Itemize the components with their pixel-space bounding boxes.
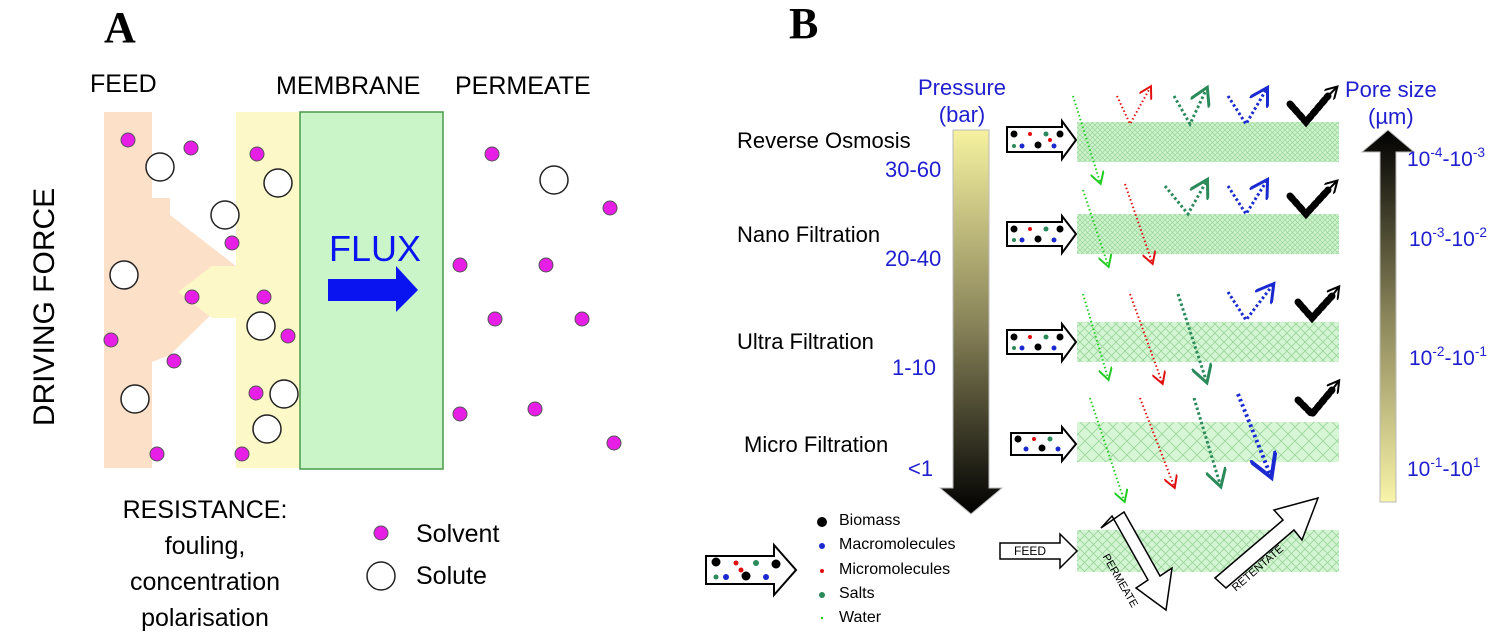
pore-title-line: Pore size xyxy=(1345,77,1437,102)
pore-sep: - xyxy=(1444,228,1452,251)
polarisation-band xyxy=(178,112,300,468)
pore-sep: - xyxy=(1444,347,1452,370)
process-label-ro: Reverse Osmosis xyxy=(737,128,911,153)
pore-base: 10 xyxy=(1449,148,1473,171)
pore-base: 10 xyxy=(1407,458,1431,481)
pressure-value-uf: 1-10 xyxy=(892,355,937,380)
resistance-line: polarisation xyxy=(141,604,269,632)
pressure-arrow xyxy=(938,129,1004,515)
pressure-value-ro: 30-60 xyxy=(885,157,942,182)
pore-exp: -2 xyxy=(1474,225,1487,241)
solvent-legend-label: Solvent xyxy=(416,520,500,548)
resistance-line: fouling, xyxy=(164,532,246,560)
legend-macromolecules: Macromolecules xyxy=(839,536,956,553)
process-label-nf: Nano Filtration xyxy=(737,222,881,247)
panel-a-diagram xyxy=(103,111,622,591)
pore-base: 10 xyxy=(1451,228,1475,251)
water-legend-icon xyxy=(820,616,824,620)
pore-base: 10 xyxy=(1451,347,1475,370)
process-label-mf: Micro Filtration xyxy=(744,432,889,457)
membrane-nf xyxy=(1077,214,1339,254)
resistance-line: concentration xyxy=(129,568,281,596)
resistance-line: RESISTANCE: xyxy=(122,496,288,524)
process-label-uf: Ultra Filtration xyxy=(737,329,874,354)
pressure-value-mf: <1 xyxy=(908,456,934,481)
trajectories xyxy=(1072,88,1338,500)
legend-salts: Salts xyxy=(839,585,875,602)
pore-base: 10 xyxy=(1407,148,1431,171)
biomass-legend-icon xyxy=(817,517,827,527)
pore-size-title: Pore size (µm) xyxy=(1345,76,1437,130)
flux-label: FLUX xyxy=(329,228,422,269)
solute-legend-label: Solute xyxy=(416,562,487,590)
feed-arrows xyxy=(705,117,1078,598)
solvent-particles xyxy=(103,132,622,462)
pore-value-ro: 10-4-10-3 xyxy=(1407,145,1485,172)
feed-label: FEED xyxy=(90,70,157,98)
membrane-ro xyxy=(1077,122,1339,162)
pore-sep: - xyxy=(1442,458,1450,481)
solvent-legend-icon xyxy=(373,525,389,541)
pore-size-arrow-body xyxy=(1360,129,1416,503)
pore-exp: 1 xyxy=(1472,455,1481,471)
membrane-label: MEMBRANE xyxy=(276,72,421,100)
membrane-schematic xyxy=(1077,530,1339,572)
schematic-permeate-arrow xyxy=(1100,510,1173,612)
solute-legend-icon xyxy=(366,561,396,591)
pressure-value-nf: 20-40 xyxy=(885,246,942,271)
pore-title-line: (µm) xyxy=(1368,104,1414,129)
micromolecules-legend-icon xyxy=(820,569,824,573)
pressure-title: Pressure (bar) xyxy=(918,74,1006,128)
pore-value-mf: 10-1-101 xyxy=(1407,455,1481,482)
pore-exp: -1 xyxy=(1430,455,1443,471)
legend-micromolecules: Micromolecules xyxy=(839,561,951,578)
pore-sep: - xyxy=(1442,148,1450,171)
solute-particles xyxy=(109,152,569,444)
pore-exp: -1 xyxy=(1474,344,1487,360)
schematic-feed-label: FEED xyxy=(1014,544,1047,558)
legend-water: Water xyxy=(839,609,882,626)
flux-arrow xyxy=(328,266,418,312)
pore-exp: -4 xyxy=(1430,145,1443,161)
panel-a-letter: A xyxy=(104,3,136,52)
resistance-note: RESISTANCE: fouling, concentration polar… xyxy=(100,492,310,636)
membrane-uf xyxy=(1077,322,1339,362)
pressure-title-line: Pressure xyxy=(918,75,1007,100)
pore-base: 10 xyxy=(1409,347,1433,370)
pore-exp: -2 xyxy=(1432,344,1445,360)
pore-value-uf: 10-2-10-1 xyxy=(1409,344,1487,371)
pore-base: 10 xyxy=(1449,458,1473,481)
salts-legend-icon xyxy=(819,592,825,598)
legend-biomass: Biomass xyxy=(839,512,901,529)
feed-particles xyxy=(711,130,1064,581)
schematic-retentate-arrow xyxy=(1213,496,1320,589)
schematic-feed-arrow xyxy=(999,532,1079,570)
pore-exp: -3 xyxy=(1472,145,1485,161)
permeate-label: PERMEATE xyxy=(455,72,591,100)
macromolecules-legend-icon xyxy=(819,543,825,549)
pore-exp: -3 xyxy=(1432,225,1445,241)
pore-value-nf: 10-3-10-2 xyxy=(1409,225,1487,252)
pressure-title-line: (bar) xyxy=(938,102,986,127)
pore-base: 10 xyxy=(1409,228,1433,251)
feed-band xyxy=(104,112,236,468)
panel-b-letter: B xyxy=(789,0,819,48)
